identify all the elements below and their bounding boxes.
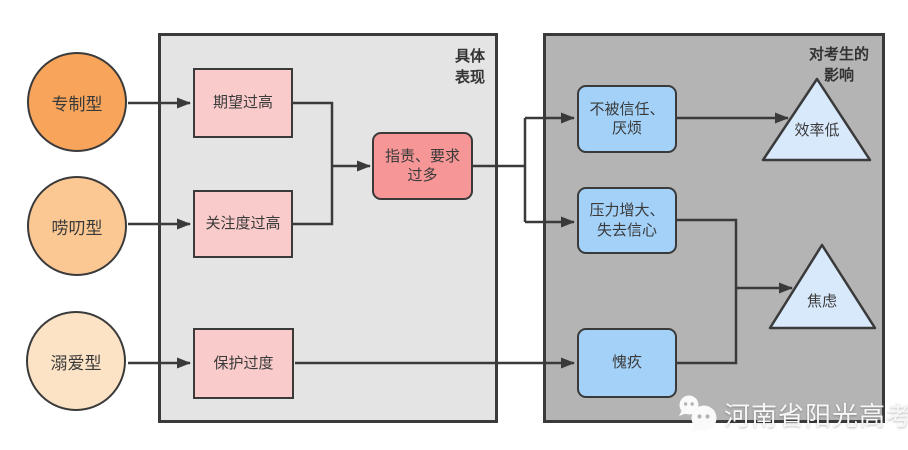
box-overprotection-label: 保护过度 (213, 354, 274, 372)
triangle-low-efficiency-label: 效率低 (794, 122, 840, 139)
box-pressure-confidence-loss: 压力增大、 失去信心 (577, 187, 677, 254)
watermark: 河南省阳光高考 (676, 394, 908, 434)
box-blame-demands: 指责、要求 过多 (372, 132, 473, 200)
source-circle-authoritarian: 专制型 (27, 52, 127, 152)
watermark-text: 河南省阳光高考 (724, 400, 908, 431)
box-overprotection: 保护过度 (193, 328, 294, 399)
box-excessive-attention-label: 关注度过高 (205, 215, 281, 233)
triangle-anxiety-label: 焦虑 (806, 293, 837, 310)
triangle-anxiety (768, 243, 877, 330)
panel-effects-title: 对考生的 影响 (808, 46, 869, 84)
source-circle-spoiling-label: 溺爱型 (50, 353, 102, 373)
box-high-expectations-label: 期望过高 (212, 94, 273, 112)
box-excessive-attention: 关注度过高 (193, 190, 293, 258)
source-circle-nagging-label: 唠叨型 (51, 218, 103, 238)
box-high-expectations: 期望过高 (193, 68, 293, 138)
wechat-icon (679, 395, 717, 433)
box-distrust-annoyance-label: 不被信任、 厌烦 (589, 100, 665, 138)
source-circle-authoritarian-label: 专制型 (51, 94, 103, 114)
box-guilt-label: 愧疚 (611, 354, 642, 372)
box-guilt: 愧疚 (577, 328, 677, 398)
triangle-low-efficiency (761, 77, 872, 162)
source-circle-nagging: 唠叨型 (27, 176, 127, 276)
panel-manifestations-title: 具体 表现 (454, 48, 485, 86)
box-distrust-annoyance: 不被信任、 厌烦 (577, 85, 677, 153)
source-circle-spoiling: 溺爱型 (26, 311, 126, 411)
box-pressure-confidence-loss-label: 压力增大、 失去信心 (589, 202, 665, 239)
connector-merge-expectations-attention (293, 101, 334, 226)
connector-merge-pressure-guilt (677, 218, 738, 365)
box-blame-demands-label: 指责、要求 过多 (384, 147, 460, 185)
